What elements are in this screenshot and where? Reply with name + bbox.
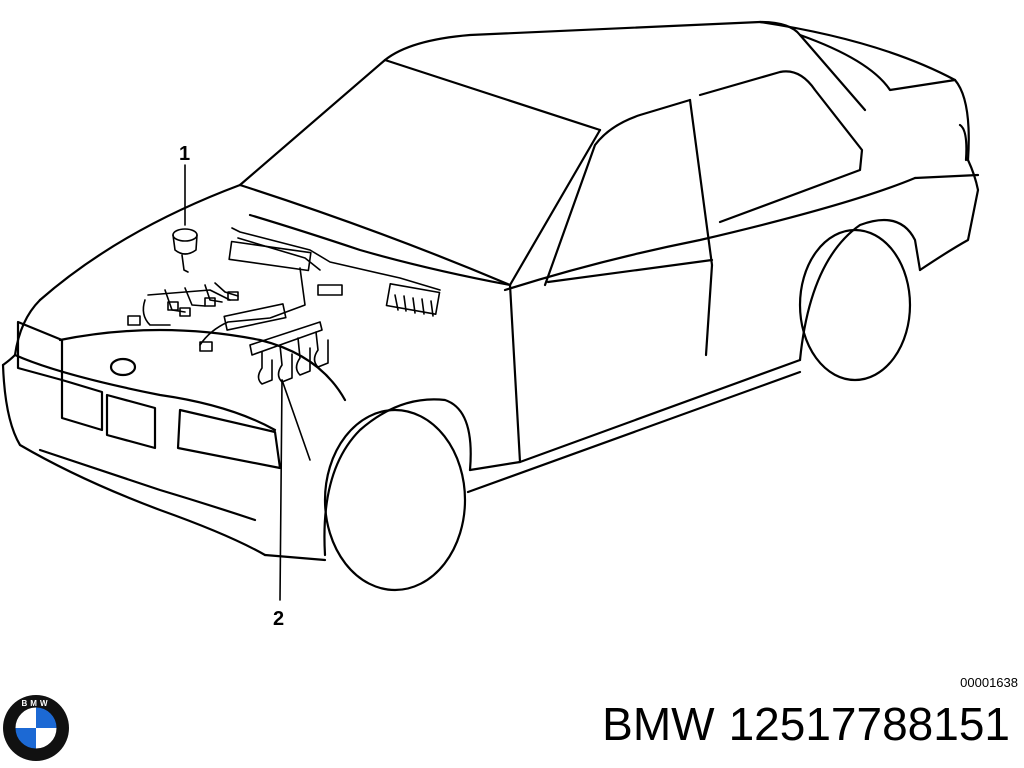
car-body-outline <box>1 20 980 592</box>
bmw-roundel-icon: BMW <box>3 695 69 761</box>
callout-number-1: 1 <box>179 143 190 165</box>
ignition-coil-rail-part-2 <box>249 321 329 385</box>
callout-leader-lines <box>184 164 311 601</box>
engine-wiring-harness <box>127 227 441 352</box>
sensor-part-1 <box>172 228 198 273</box>
logo-lettering: BMW <box>22 699 51 708</box>
brand-name: BMW <box>602 698 715 750</box>
part-number: 12517788151 <box>728 698 1010 750</box>
diagram-reference-id: 00001638 <box>960 675 1018 690</box>
callout-number-2: 2 <box>273 608 284 630</box>
